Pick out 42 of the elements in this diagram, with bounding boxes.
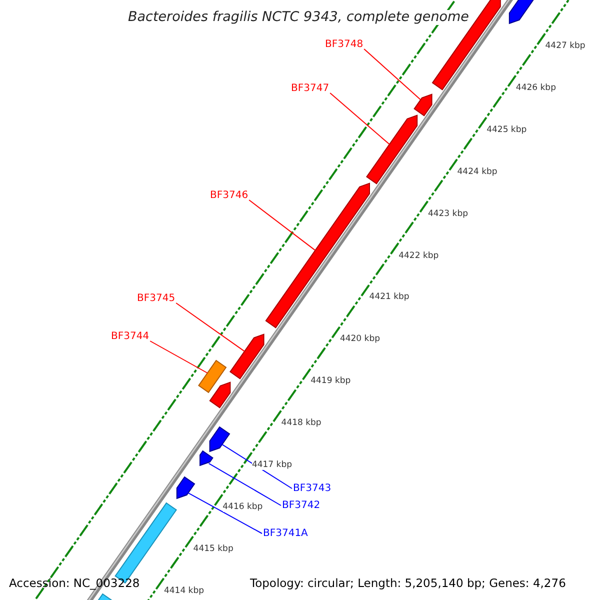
scale-label: 4426 kbp — [516, 84, 556, 94]
scale-label: 4425 kbp — [486, 126, 527, 136]
gene-label: BF3742 — [282, 500, 320, 511]
scale-label: 4418 kbp — [281, 419, 322, 428]
gene-feature — [414, 94, 432, 116]
gene-label: BF3744 — [111, 331, 150, 342]
scale-label: 4421 kbp — [369, 293, 410, 303]
scale-label: 4420 kbp — [340, 335, 380, 345]
gene-feature — [209, 382, 231, 408]
leader-line — [222, 444, 292, 489]
scale-label: 4417 kbp — [252, 461, 292, 470]
scale-label: 4422 kbp — [398, 252, 439, 261]
leader-line — [188, 492, 262, 534]
gene-feature — [230, 334, 264, 380]
scale-label: 4423 kbp — [428, 210, 468, 219]
leader-line — [150, 340, 208, 374]
scale-label: 4424 kbp — [457, 168, 498, 178]
scale-label: 4416 kbp — [222, 502, 263, 512]
gene-feature — [198, 360, 227, 394]
gene-feature — [366, 114, 418, 184]
leader-line — [248, 200, 316, 251]
leader-line — [176, 302, 245, 352]
leader-line — [330, 92, 390, 145]
gene-label: BF3748 — [325, 39, 364, 50]
gene-label: BF3745 — [137, 293, 176, 304]
leader-line — [208, 462, 282, 506]
scale-label: 4414 kbp — [164, 586, 204, 596]
scale-label: 4419 kbp — [310, 377, 351, 387]
gene-feature — [265, 182, 370, 328]
footer-text: Topology: circular; Length: 5,205,140 bp; Genes: 4,276 — [250, 577, 566, 590]
scale-label: 4427 kbp — [545, 42, 586, 52]
scale-label: 4415 kbp — [193, 544, 234, 554]
gene-label: BF3741A — [263, 528, 308, 539]
gene-label: BF3746 — [210, 190, 248, 201]
gene-feature — [209, 426, 230, 452]
leader-line — [364, 48, 422, 100]
gene-label: BF3743 — [293, 483, 332, 494]
chart-title: Bacteroides fragilis NCTC 9343, complete genome — [128, 10, 469, 25]
gene-feature — [176, 476, 196, 500]
gene-feature — [200, 450, 214, 466]
gene-label: BF3747 — [291, 83, 330, 94]
footer-text: Accession: NC_003228 — [9, 577, 140, 590]
